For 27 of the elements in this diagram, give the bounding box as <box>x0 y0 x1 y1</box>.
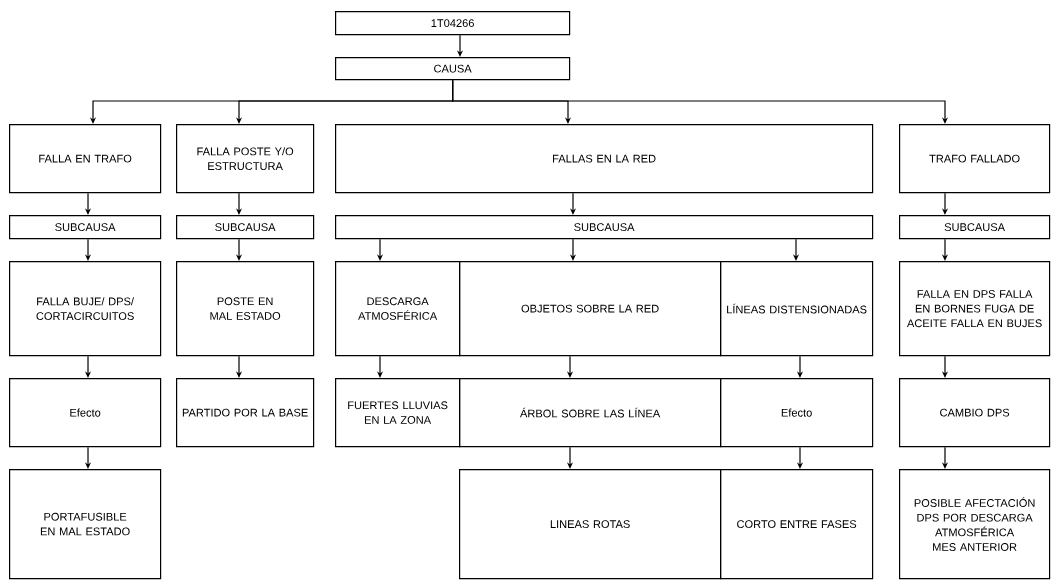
id-box: 1T04266 <box>335 11 571 36</box>
cause-box: ÁRBOL SOBRE LAS LÍNEA <box>459 378 722 448</box>
cause-box: FUERTES LLUVIAS EN LA ZONA <box>335 378 461 448</box>
cause-box: FALLAS EN LA RED <box>335 124 874 194</box>
cause-box: Efecto <box>720 378 874 448</box>
cause-box: OBJETOS SOBRE LA RED <box>459 261 722 357</box>
cause-box: DESCARGA ATMOSFÉRICA <box>335 261 461 357</box>
cause-box: CORTO ENTRE FASES <box>720 469 874 580</box>
cause-box: CAUSA <box>335 57 571 81</box>
cause-box: POSIBLE AFECTACIÓN DPS POR DESCARGA ATMOSFÉRICA MES ANTERIOR <box>899 469 1051 580</box>
cause-box: FALLA EN DPS FALLA EN BORNES FUGA DE ACEITE FALLA EN BUJES <box>899 261 1051 357</box>
subcause-box: SUBCAUSA <box>335 215 874 240</box>
cause-box: PARTIDO POR LA BASE <box>176 378 315 448</box>
cause-box: PORTAFUSIBLE EN MAL ESTADO <box>9 469 162 580</box>
cause-box: LINEAS ROTAS <box>459 469 722 580</box>
cause-box: FALLA POSTE Y/O ESTRUCTURA <box>176 124 315 194</box>
cause-box: Efecto <box>9 378 162 448</box>
cause-box: POSTE EN MAL ESTADO <box>176 261 315 357</box>
cause-box: LÍNEAS DISTENSIONADAS <box>720 261 874 357</box>
cause-box: TRAFO FALLADO <box>899 124 1051 194</box>
cause-box: FALLA BUJE/ DPS/ CORTACIRCUITOS <box>9 261 162 357</box>
cause-box: CAMBIO DPS <box>899 378 1051 448</box>
subcause-box: SUBCAUSA <box>899 215 1051 240</box>
subcause-box: SUBCAUSA <box>9 215 162 240</box>
cause-box: FALLA EN TRAFO <box>9 124 162 194</box>
arrow <box>452 79 949 124</box>
subcause-box: SUBCAUSA <box>176 215 315 240</box>
